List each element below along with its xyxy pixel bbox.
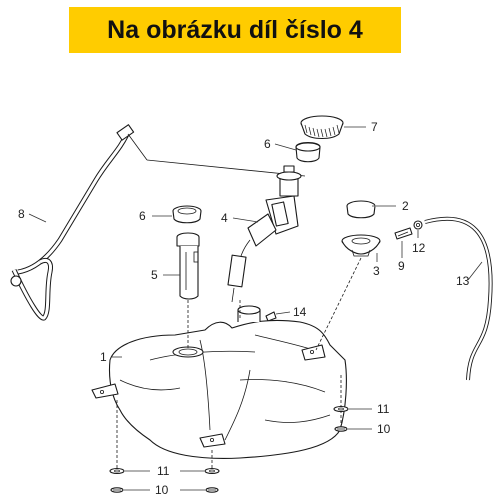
callout-13: 13 xyxy=(456,274,470,288)
drain-hose-part[interactable] xyxy=(424,216,493,381)
fuel-tank-part[interactable] xyxy=(91,305,347,459)
washer-bottom-right-part[interactable] xyxy=(204,467,220,475)
callout-3: 3 xyxy=(373,264,380,278)
label-13: 13 xyxy=(456,261,483,288)
screw-bottom-right-part[interactable] xyxy=(205,487,219,493)
callout-9: 9 xyxy=(398,259,405,273)
callout-2: 2 xyxy=(402,199,409,213)
callout-4: 4 xyxy=(221,211,228,225)
label-2: 2 xyxy=(372,199,409,213)
callout-8: 8 xyxy=(18,207,25,221)
callout-11-bottom: 11 xyxy=(157,464,170,478)
label-9: 9 xyxy=(398,241,405,273)
label-10-bottom: 10 xyxy=(124,483,205,497)
filler-cap-part[interactable] xyxy=(346,200,376,219)
washer-right-part[interactable] xyxy=(333,405,349,413)
callout-11-right: 11 xyxy=(377,402,390,416)
washer-bottom-left-part[interactable] xyxy=(109,467,125,475)
screw-bottom-left-part[interactable] xyxy=(110,487,124,493)
label-4: 4 xyxy=(221,211,259,225)
hose-clip-part[interactable] xyxy=(394,227,413,240)
callout-7: 7 xyxy=(371,120,378,134)
label-12: 12 xyxy=(412,230,426,255)
label-14: 14 xyxy=(275,305,307,319)
label-11-bottom: 11 xyxy=(125,464,204,478)
hose-fitting-part[interactable] xyxy=(413,220,423,230)
callout-6-left: 6 xyxy=(139,209,146,223)
callout-10-right: 10 xyxy=(377,422,391,436)
label-3: 3 xyxy=(373,253,380,278)
page-title: Na obrázku díl číslo 4 xyxy=(69,7,401,53)
label-5: 5 xyxy=(151,268,180,282)
screw-right-part[interactable] xyxy=(334,426,348,432)
callout-1: 1 xyxy=(100,350,107,364)
filler-neck-part[interactable] xyxy=(341,234,381,257)
label-6-left: 6 xyxy=(139,209,172,223)
label-1: 1 xyxy=(100,350,122,364)
callout-14: 14 xyxy=(293,305,307,319)
callout-10-bottom: 10 xyxy=(155,483,169,497)
label-7: 7 xyxy=(344,120,378,134)
ring-nut-part[interactable] xyxy=(300,115,344,140)
breather-pipe-part[interactable] xyxy=(10,124,148,321)
seal-ring-left-part[interactable] xyxy=(172,205,202,224)
label-6-upper: 6 xyxy=(264,137,297,151)
label-10-right: 10 xyxy=(348,422,391,436)
callout-6-upper: 6 xyxy=(264,137,271,151)
label-11-right: 11 xyxy=(349,402,390,416)
screw-part[interactable] xyxy=(265,311,277,322)
callout-5: 5 xyxy=(151,268,158,282)
assembly-guides xyxy=(116,257,362,468)
seal-ring-upper-part[interactable] xyxy=(295,141,321,163)
fuel-gauge-sender-part[interactable] xyxy=(176,232,200,300)
label-8: 8 xyxy=(18,207,47,223)
callout-12: 12 xyxy=(412,241,426,255)
fuel-pump-part[interactable] xyxy=(227,165,302,303)
